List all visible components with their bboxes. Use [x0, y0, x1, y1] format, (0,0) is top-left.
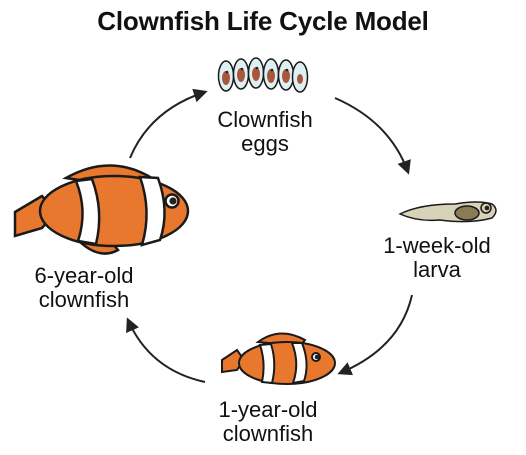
label-six-year-line2: clownfish — [38, 287, 130, 312]
arrow-adult-to-eggs — [129, 88, 208, 159]
label-eggs: Clownfish eggs — [205, 108, 325, 156]
clownfish-eggs-icon — [217, 57, 309, 93]
large-clownfish-icon — [13, 164, 190, 255]
label-larva-line1: 1-week-old — [383, 233, 491, 258]
label-one-year: 1-year-old clownfish — [208, 398, 328, 446]
label-larva: 1-week-old larva — [378, 234, 496, 282]
label-one-year-line2: clownfish — [222, 421, 314, 446]
label-six-year-line1: 6-year-old — [34, 263, 134, 288]
label-one-year-line1: 1-year-old — [218, 397, 318, 422]
label-six-year: 6-year-old clownfish — [18, 264, 150, 312]
small-clownfish-icon — [221, 332, 336, 385]
label-larva-line2: larva — [413, 257, 461, 282]
arrow-larva-to-juvenile — [337, 294, 413, 376]
label-eggs-line2: eggs — [241, 131, 289, 156]
larva-icon — [398, 201, 497, 223]
label-eggs-line1: Clownfish — [217, 107, 313, 132]
diagram-title: Clownfish Life Cycle Model — [97, 6, 429, 36]
arrow-eggs-to-larva — [334, 97, 411, 175]
arrow-juvenile-to-adult — [126, 317, 206, 383]
